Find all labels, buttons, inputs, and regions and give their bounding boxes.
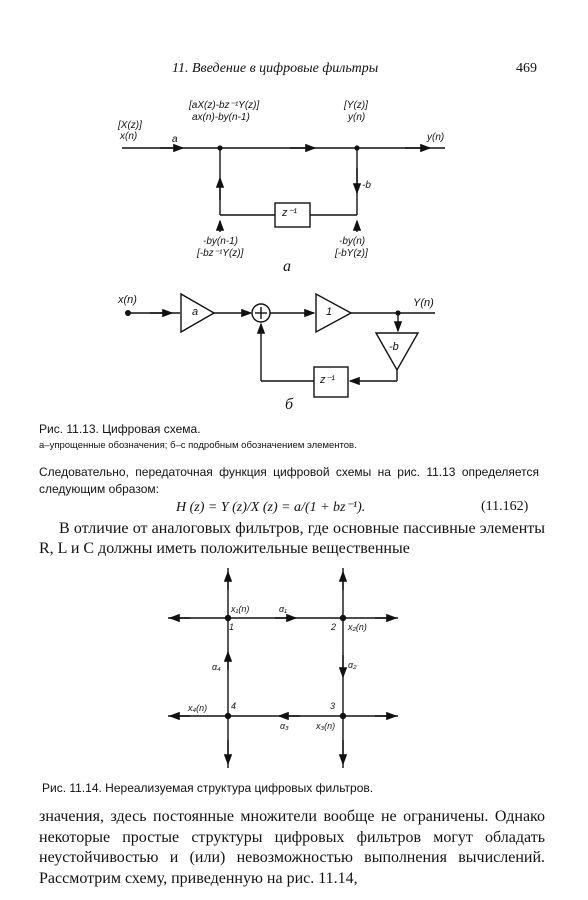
- figure-a-graph: [122, 143, 445, 232]
- paragraph-2: В отличие от аналоговых фильтров, где ос…: [39, 520, 545, 557]
- fig-c-alpha1: α₁: [279, 604, 287, 614]
- fig-c-node1-number: 1: [229, 622, 235, 632]
- fig-a-delay-label: z⁻¹: [282, 207, 297, 219]
- fig-a-right-l2: [-bY(z)]: [335, 248, 368, 259]
- fig-a-right-l1: -by(n): [339, 236, 366, 247]
- node-dot: [217, 145, 223, 151]
- fig-a-y-out: y(n): [427, 132, 445, 143]
- figure-11-14-graph: [168, 568, 398, 768]
- figure-b-graph: [128, 292, 435, 398]
- fig-a-x-z: [X(z)]: [118, 120, 142, 131]
- fig-a-y-n: y(n): [348, 112, 366, 123]
- fig-b-x-in: x(n): [118, 294, 137, 306]
- fig-c-node4-signal: x₄(n): [188, 703, 208, 713]
- fig-a-y-z: [Y(z)]: [344, 100, 368, 111]
- node-2: [339, 614, 347, 622]
- amplifier-a: [180, 292, 216, 334]
- node-dot: [354, 145, 360, 151]
- fig-b-delay-label: z⁻¹: [320, 374, 335, 386]
- fig-b-amp-a-label: a: [192, 306, 199, 318]
- fig-a-gain-a: a: [172, 134, 178, 145]
- amplifier-1: [315, 292, 353, 334]
- node-1: [224, 614, 232, 622]
- paragraph-3: значения, здесь постоянные множители воо…: [39, 808, 545, 887]
- fig-a-minus-b: -b: [362, 180, 371, 191]
- fig-b-amp-1-label: 1: [326, 306, 333, 318]
- page-number: 469: [516, 61, 537, 76]
- paragraph-1: Следовательно, передаточная функция цифр…: [39, 465, 539, 496]
- fig-c-node2-number: 2: [331, 622, 337, 632]
- amplifier-minus-b: [374, 332, 420, 372]
- fig-c-node1-signal: x₁(n): [231, 604, 250, 614]
- figure-11-14-caption: Рис. 11.14. Нереализуемая структура цифр…: [42, 781, 374, 795]
- figure-11-13-caption: Рис. 11.13. Цифровая схема.: [39, 422, 201, 436]
- node-3: [339, 712, 347, 720]
- equation-formula: H (z) = Y (z)/X (z) = a/(1 + bz⁻¹).: [176, 500, 366, 515]
- fig-c-node4-number: 4: [231, 701, 237, 711]
- running-header-title: 11. Введение в цифровые фильтры: [172, 61, 379, 76]
- fig-b-amp-b-label: -b: [389, 341, 399, 353]
- figure-11-13-caption-sub: а–упрощенные обозначения; б–с подробным …: [39, 440, 357, 451]
- fig-a-sublabel: а: [283, 258, 291, 275]
- fig-a-x-n: x(n): [120, 131, 138, 142]
- equation-number: (11.162): [481, 499, 529, 514]
- fig-a-mid-z: [aX(z)-bz⁻¹Y(z)]: [189, 100, 260, 111]
- fig-a-left-l2: [-bz⁻¹Y(z)]: [197, 248, 244, 259]
- fig-a-mid-n: ax(n)-by(n-1): [192, 112, 250, 123]
- fig-c-node3-signal: x₃(n): [316, 721, 336, 731]
- fig-c-node3-number: 3: [330, 701, 336, 711]
- fig-c-alpha3: α₃: [280, 721, 289, 731]
- fig-c-alpha2: α₂: [348, 660, 357, 670]
- delay-block-b: [313, 366, 349, 398]
- fig-b-y-out: Y(n): [413, 297, 434, 309]
- fig-b-sublabel: б: [285, 396, 294, 413]
- fig-c-node2-signal: x₂(n): [348, 622, 367, 632]
- fig-c-alpha4: α₄: [212, 662, 221, 672]
- node-4: [224, 712, 232, 720]
- fig-a-left-l1: -by(n-1): [203, 236, 239, 247]
